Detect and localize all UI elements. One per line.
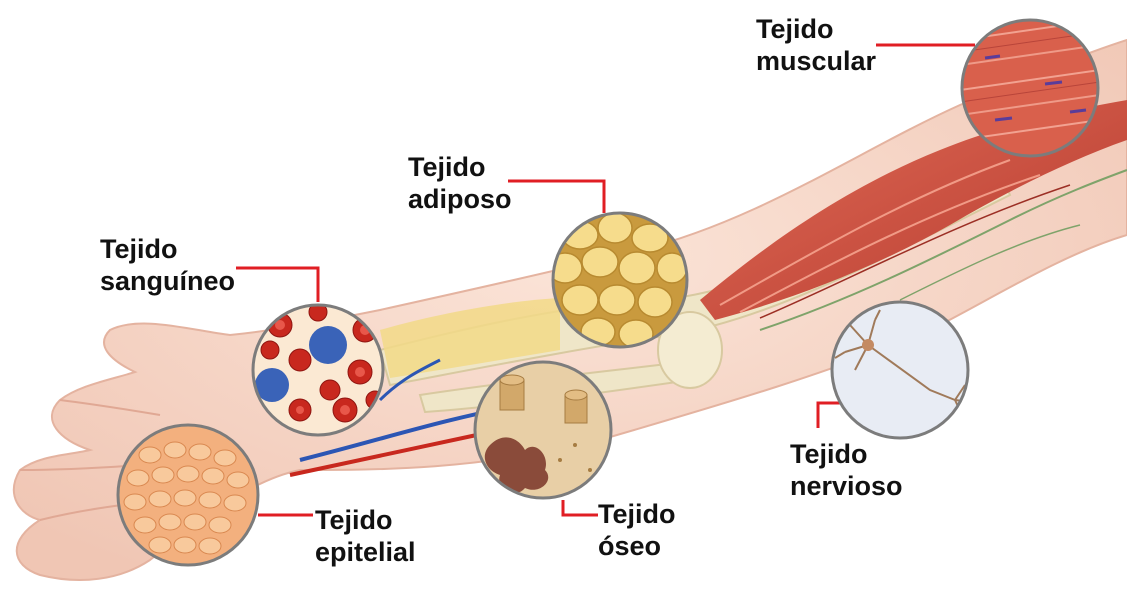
label-tejido-adiposo: Tejido adiposo — [408, 151, 512, 215]
label-tejido-sanguineo: Tejido sanguíneo — [100, 233, 235, 297]
muscle-fibers-icon — [960, 20, 1100, 156]
label-line: Tejido — [408, 151, 512, 183]
label-tejido-oseo: Tejido óseo — [598, 498, 676, 562]
label-line: Tejido — [756, 13, 876, 45]
label-line: adiposo — [408, 183, 512, 215]
leader-line-sanguineo — [236, 268, 318, 302]
label-tejido-nervioso: Tejido nervioso — [790, 438, 903, 502]
leader-line-oseo — [563, 500, 598, 515]
label-tejido-epitelial: Tejido epitelial — [315, 504, 416, 568]
bone-tissue-icon — [475, 362, 611, 498]
blood-cells-icon — [253, 303, 384, 435]
label-line: epitelial — [315, 536, 416, 568]
skin-cells-icon — [118, 425, 258, 565]
label-tejido-muscular: Tejido muscular — [756, 13, 876, 77]
label-line: nervioso — [790, 470, 903, 502]
leader-line-adiposo — [508, 181, 604, 213]
label-line: sanguíneo — [100, 265, 235, 297]
label-line: Tejido — [598, 498, 676, 530]
label-line: óseo — [598, 530, 676, 562]
label-line: muscular — [756, 45, 876, 77]
neuron-icon — [832, 302, 970, 438]
label-line: Tejido — [315, 504, 416, 536]
label-line: Tejido — [100, 233, 235, 265]
label-line: Tejido — [790, 438, 903, 470]
